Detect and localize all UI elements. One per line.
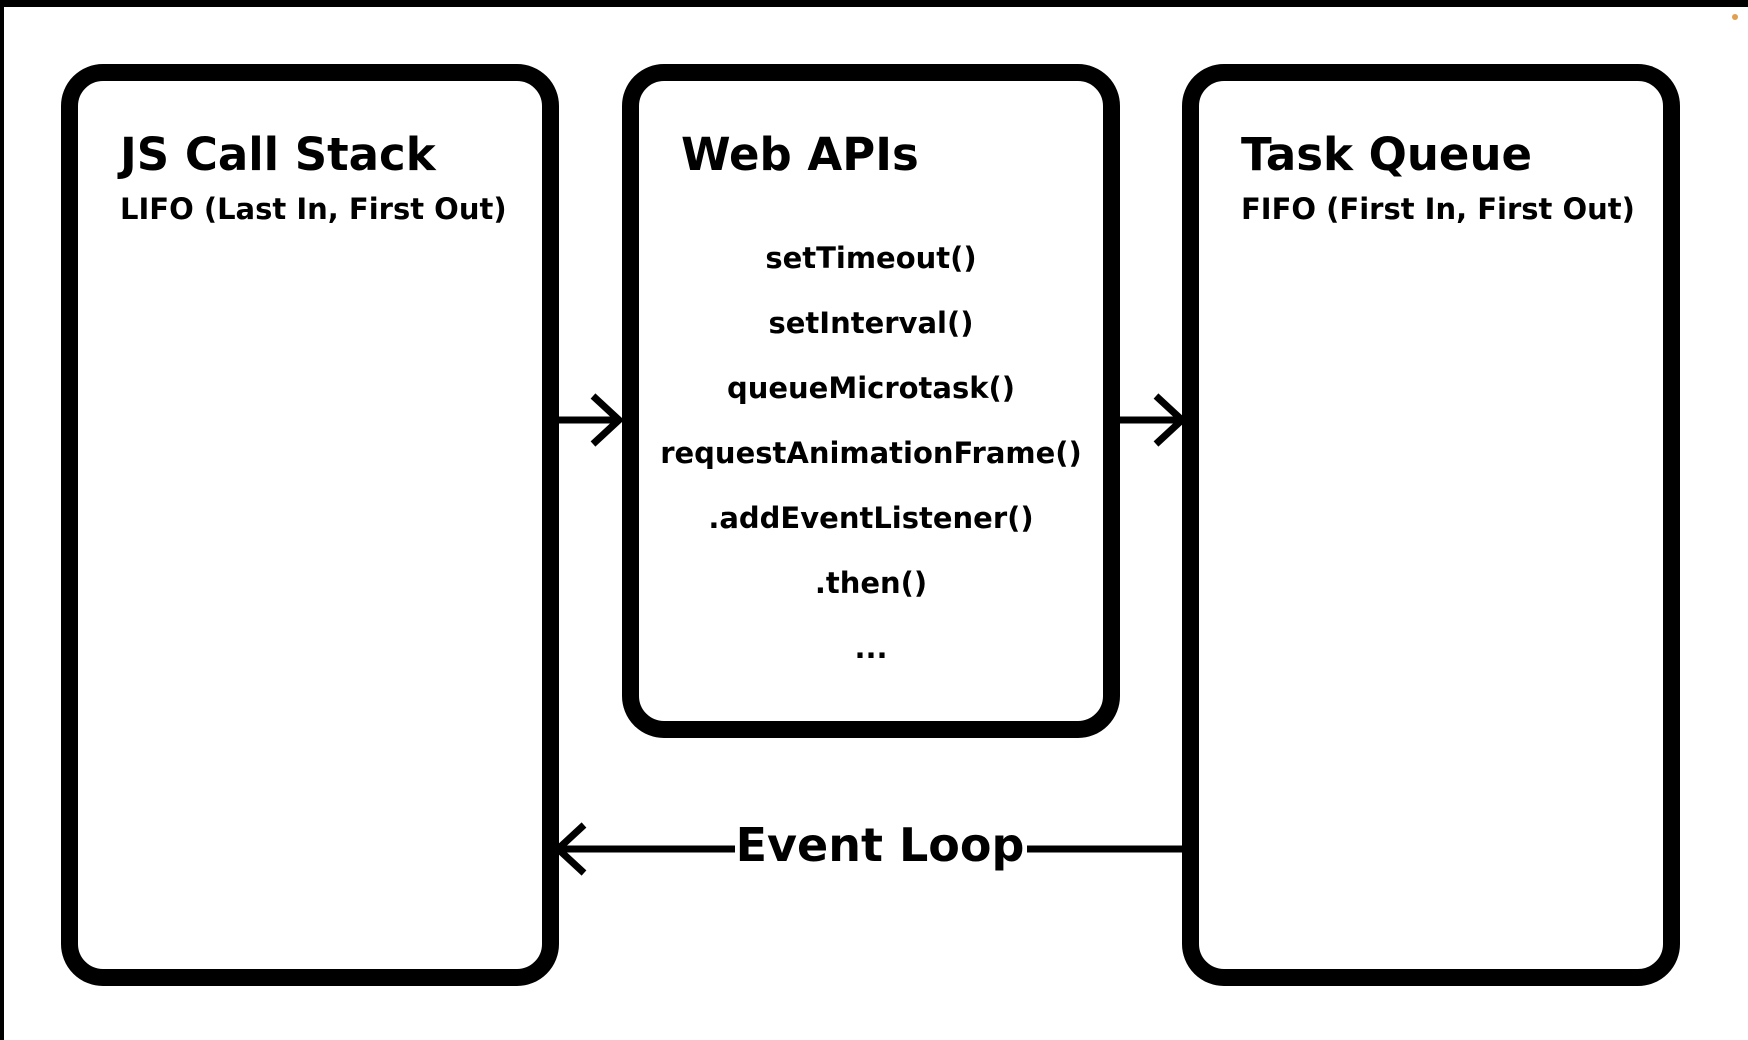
task-queue-panel: Task Queue FIFO (First In, First Out)	[1182, 64, 1680, 986]
task-queue-title: Task Queue	[1241, 128, 1533, 181]
arrow-apis-to-queue	[1117, 393, 1188, 447]
call-stack-subtitle: LIFO (Last In, First Out)	[120, 192, 507, 226]
web-api-item: requestAnimationFrame()	[660, 436, 1082, 470]
web-api-item: queueMicrotask()	[726, 371, 1016, 405]
web-apis-title: Web APIs	[681, 128, 919, 181]
corner-dot	[1732, 14, 1738, 20]
web-api-item: .addEventListener()	[708, 501, 1034, 535]
web-api-item: .then()	[814, 566, 928, 600]
web-apis-panel: Web APIs setTimeout() setInterval() queu…	[622, 64, 1120, 738]
web-api-item: setInterval()	[768, 306, 974, 340]
task-queue-subtitle: FIFO (First In, First Out)	[1241, 192, 1635, 226]
web-apis-list: setTimeout() setInterval() queueMicrotas…	[639, 241, 1103, 665]
left-frame-border	[0, 0, 4, 1040]
web-api-item: setTimeout()	[765, 241, 977, 275]
top-frame-border	[0, 0, 1748, 7]
web-api-item-ellipsis: ...	[854, 631, 888, 665]
call-stack-title: JS Call Stack	[120, 128, 436, 181]
arrow-stack-to-apis	[556, 393, 625, 447]
call-stack-panel: JS Call Stack LIFO (Last In, First Out)	[61, 64, 559, 986]
event-loop-label: Event Loop	[735, 818, 1025, 872]
